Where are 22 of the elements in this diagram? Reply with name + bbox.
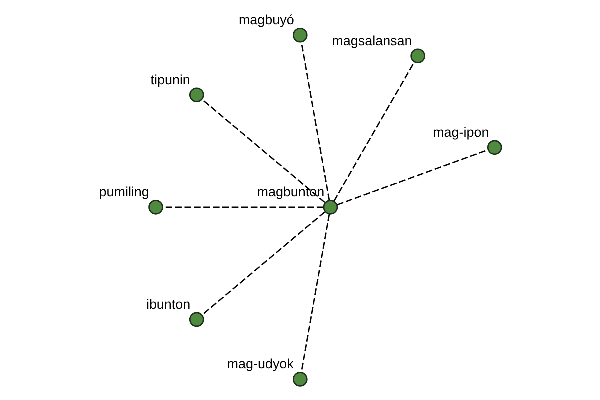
connector (202, 99, 325, 204)
node-circle (410, 48, 425, 64)
node-label: magbuyó (238, 12, 294, 28)
node-circle (188, 88, 204, 103)
node-circle (322, 200, 338, 215)
node-label: magbunton (256, 184, 324, 200)
node-circle (188, 312, 204, 328)
node-label: tipunin (150, 72, 190, 88)
node-label: magsalansan (332, 33, 412, 48)
connector (300, 42, 330, 201)
node-label: mag-ipon (432, 124, 489, 140)
node-circle (148, 200, 163, 215)
connector (336, 149, 488, 206)
node-circle (486, 140, 502, 156)
node-label: pumiling (98, 184, 149, 200)
connector (333, 62, 414, 202)
connector (202, 212, 325, 316)
connector (300, 214, 330, 373)
node-circle (292, 372, 308, 387)
node-circle (292, 28, 308, 43)
node-label: mag-udyok (226, 356, 294, 372)
node-label: ibunton (146, 296, 190, 312)
